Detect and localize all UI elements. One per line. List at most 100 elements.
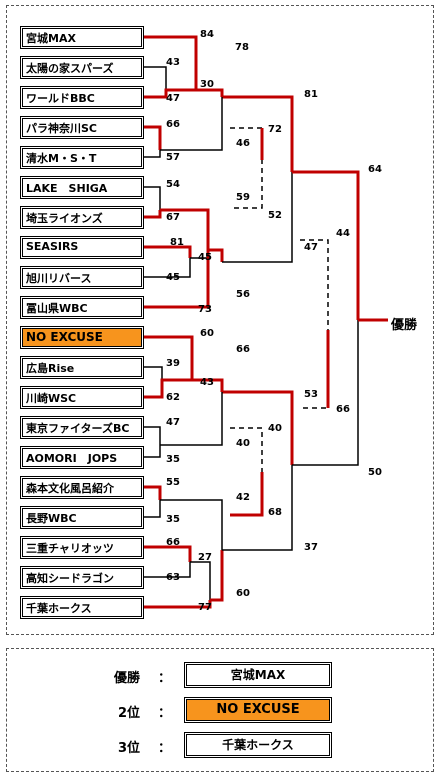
- team-box: NO EXCUSE: [20, 326, 144, 349]
- team-name: 旭川リバース: [26, 272, 92, 285]
- winner-path: [210, 550, 224, 602]
- score-label: 66: [166, 537, 180, 548]
- result-rank: 2位: [117, 706, 140, 721]
- repechage-path: [300, 239, 329, 409]
- score-label: 47: [304, 242, 318, 253]
- results-frame: [6, 648, 434, 772]
- winner-path: [144, 125, 162, 150]
- winner-path: [222, 95, 294, 172]
- winner-path: [144, 210, 162, 219]
- score-label: 56: [236, 289, 250, 300]
- result-team: 千葉ホークス: [184, 732, 332, 758]
- team-box: AOMORI JOPS: [20, 446, 144, 469]
- score-label: 55: [166, 477, 180, 488]
- score-label: 72: [268, 124, 282, 135]
- score-label: 84: [200, 29, 214, 40]
- result-team: NO EXCUSE: [184, 697, 332, 723]
- team-name: SEASIRS: [26, 240, 79, 253]
- winner-path: [144, 335, 194, 380]
- score-label: 39: [166, 358, 180, 369]
- team-name: 宮城MAX: [26, 32, 76, 45]
- winner-path: [192, 378, 224, 392]
- score-label: 53: [304, 389, 318, 400]
- score-label: 67: [166, 212, 180, 223]
- winner-path: [144, 378, 192, 399]
- score-label: 60: [236, 588, 250, 599]
- score-label: 43: [200, 377, 214, 388]
- result-colon: ：: [158, 706, 172, 721]
- team-box: 長野WBC: [20, 506, 144, 529]
- winner-path: [160, 208, 210, 250]
- score-label: 59: [236, 192, 250, 203]
- score-label: 66: [336, 404, 350, 415]
- team-box: 清水M・S・T: [20, 146, 144, 169]
- winner-path: [144, 545, 192, 562]
- team-box: 高知シードラゴン: [20, 566, 144, 589]
- bracket-path: [160, 392, 223, 446]
- team-box: 宮城MAX: [20, 26, 144, 49]
- bracket-path: [144, 445, 161, 458]
- score-label: 52: [268, 210, 282, 221]
- bracket-path: [144, 562, 191, 578]
- score-label: 30: [200, 79, 214, 90]
- team-name: AOMORI JOPS: [26, 452, 118, 465]
- score-label: 47: [166, 93, 180, 104]
- winner-path: [144, 245, 192, 258]
- team-box: 埼玉ライオンズ: [20, 206, 144, 229]
- team-name: 三重チャリオッツ: [26, 542, 114, 555]
- score-label: 47: [166, 417, 180, 428]
- winner-path: [208, 248, 224, 262]
- score-label: 60: [200, 328, 214, 339]
- score-label: 50: [368, 467, 382, 478]
- bracket-path: [144, 426, 161, 445]
- team-box: 千葉ホークス: [20, 596, 144, 619]
- score-label: 81: [170, 237, 184, 248]
- score-label: 37: [304, 542, 318, 553]
- team-name: LAKE SHIGA: [26, 182, 108, 195]
- bracket-path: [144, 150, 161, 158]
- score-label: 78: [235, 42, 249, 53]
- bracket-path: [292, 320, 359, 466]
- bracket-path: [160, 97, 223, 151]
- team-box: LAKE SHIGA: [20, 176, 144, 199]
- score-label: 57: [166, 152, 180, 163]
- team-name: 川崎WSC: [26, 392, 77, 405]
- winner-path: [144, 35, 198, 90]
- bracket-path: [222, 465, 293, 551]
- team-name: 高知シードラゴン: [26, 572, 114, 585]
- score-label: 66: [166, 119, 180, 130]
- team-box: 川崎WSC: [20, 386, 144, 409]
- score-label: 45: [166, 272, 180, 283]
- winner-path: [144, 600, 212, 609]
- bracket-path: [160, 499, 223, 550]
- team-name: NO EXCUSE: [26, 330, 103, 344]
- team-box: 森本文化風呂紹介: [20, 476, 144, 499]
- team-name: 広島Rise: [26, 362, 75, 375]
- score-label: 35: [166, 514, 180, 525]
- score-label: 66: [236, 344, 250, 355]
- winner-path: [144, 485, 162, 500]
- winner-path: [144, 88, 196, 99]
- result-team: 宮城MAX: [184, 662, 332, 688]
- score-label: 62: [166, 392, 180, 403]
- score-label: 73: [198, 304, 212, 315]
- score-label: 40: [236, 438, 250, 449]
- team-box: パラ神奈川SC: [20, 116, 144, 139]
- winner-path: [230, 472, 264, 517]
- team-name: 千葉ホークス: [26, 602, 92, 615]
- result-colon: ：: [158, 741, 172, 756]
- team-name: パラ神奈川SC: [26, 122, 97, 135]
- team-box: 太陽の家スパーズ: [20, 56, 144, 79]
- result-rank: 優勝: [113, 671, 140, 686]
- score-label: 54: [166, 179, 180, 190]
- team-name: 長野WBC: [26, 512, 77, 525]
- winner-path: [196, 88, 224, 97]
- score-label: 63: [166, 572, 180, 583]
- score-label: 45: [198, 252, 212, 263]
- team-name: 太陽の家スパーズ: [26, 62, 114, 75]
- team-box: 旭川リバース: [20, 266, 144, 289]
- score-label: 42: [236, 492, 250, 503]
- team-box: 冨山県WBC: [20, 296, 144, 319]
- team-name: 森本文化風呂紹介: [26, 482, 114, 495]
